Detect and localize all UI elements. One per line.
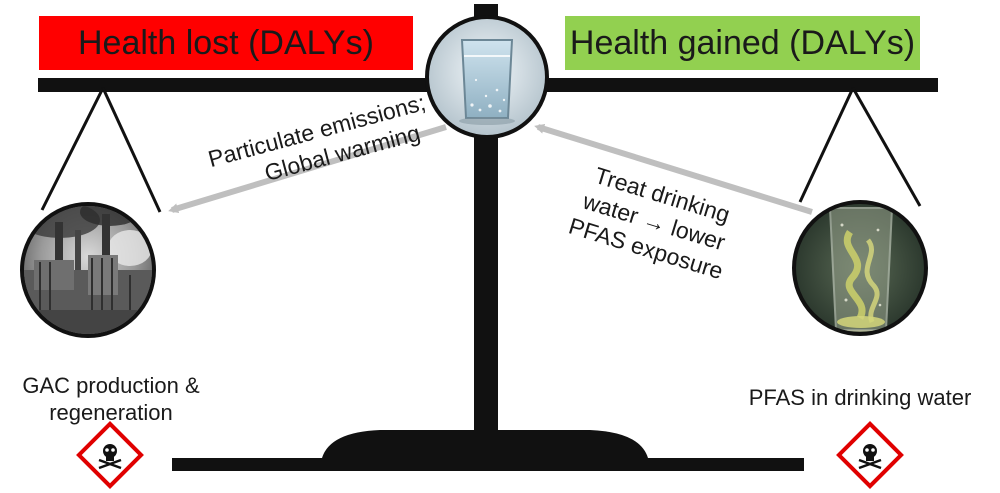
right-arrow — [534, 124, 813, 215]
right-pan-caption: PFAS in drinking water — [722, 384, 998, 411]
health-gained-box: Health gained (DALYs) — [565, 16, 920, 70]
left-caption-line2: regeneration — [49, 400, 173, 425]
water-glass-icon — [425, 15, 549, 139]
health-lost-box: Health lost (DALYs) — [39, 16, 413, 70]
right-caption-line1: PFAS in drinking water — [748, 385, 972, 410]
left-hazard-skull-crossbones-icon — [76, 421, 144, 489]
right-hazard-skull-crossbones-icon — [836, 421, 904, 489]
left-pan-caption: GAC production & regeneration — [0, 372, 222, 426]
left-caption-line1: GAC production & — [22, 373, 200, 398]
scale-base — [172, 458, 804, 471]
left-pan-strings — [40, 87, 162, 213]
right-pan-strings — [798, 87, 922, 207]
left-arrow — [168, 124, 447, 214]
pfas-glass-icon — [792, 200, 928, 336]
health-gained-label: Health gained (DALYs) — [569, 23, 916, 62]
scale-foot — [322, 430, 648, 458]
factory-icon — [20, 202, 156, 338]
health-lost-label: Health lost (DALYs) — [77, 23, 375, 62]
